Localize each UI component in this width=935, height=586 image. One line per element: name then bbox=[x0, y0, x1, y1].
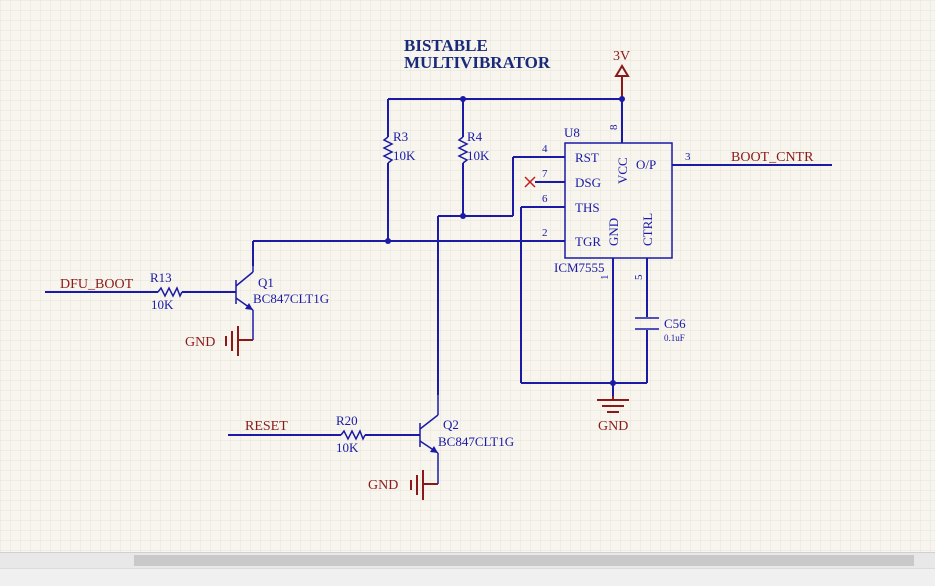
pin-number-gnd: 1 bbox=[599, 275, 611, 281]
pin-label-dsg: DSG bbox=[575, 175, 601, 190]
pin-number-vcc: 8 bbox=[608, 124, 620, 130]
capacitor-c56[interactable]: C56 0.1uF bbox=[635, 316, 686, 343]
r4-value: 10K bbox=[467, 148, 490, 163]
r4-ref: R4 bbox=[467, 129, 483, 144]
q2-part: BC847CLT1G bbox=[438, 434, 514, 449]
power-symbol-3v[interactable]: 3V bbox=[613, 49, 630, 99]
title-line-1: BISTABLE bbox=[404, 36, 488, 55]
u8-part: ICM7555 bbox=[554, 260, 605, 275]
q2-ref: Q2 bbox=[443, 417, 459, 432]
gnd-symbol-q2[interactable]: GND bbox=[368, 470, 438, 500]
c56-value: 0.1uF bbox=[664, 333, 685, 343]
pin-number-op: 3 bbox=[685, 151, 691, 163]
resistor-r4[interactable]: R4 10K bbox=[457, 129, 490, 164]
scrollbar-thumb[interactable] bbox=[134, 555, 914, 566]
resistor-r3[interactable]: R3 10K bbox=[382, 129, 416, 164]
transistor-q1[interactable]: Q1 BC847CLT1G bbox=[235, 266, 329, 340]
q1-part: BC847CLT1G bbox=[253, 291, 329, 306]
title-line-2: MULTIVIBRATOR bbox=[404, 53, 551, 72]
pin-label-ths: THS bbox=[575, 200, 600, 215]
gnd-label-ic: GND bbox=[598, 419, 628, 434]
grid-background bbox=[0, 0, 935, 552]
r3-ref: R3 bbox=[393, 129, 408, 144]
pin-number-dsg: 7 bbox=[542, 168, 548, 180]
gnd-symbol-ic[interactable]: GND bbox=[597, 396, 629, 434]
gnd-label-q2: GND bbox=[368, 478, 398, 493]
resistor-r13[interactable]: R13 10K bbox=[150, 270, 183, 312]
r13-value: 10K bbox=[151, 297, 174, 312]
pin-number-ctrl: 5 bbox=[633, 274, 645, 280]
c56-ref: C56 bbox=[664, 316, 686, 331]
status-strip bbox=[0, 568, 935, 586]
pin-label-rst: RST bbox=[575, 150, 599, 165]
r20-ref: R20 bbox=[336, 413, 358, 428]
pin-label-tgr: TGR bbox=[575, 234, 601, 249]
junction-dots bbox=[385, 96, 625, 386]
schematic-sheet: BISTABLE MULTIVIBRATOR 3V bbox=[0, 0, 935, 552]
pin-label-op: O/P bbox=[636, 157, 656, 172]
resistor-r20[interactable]: R20 10K bbox=[336, 413, 366, 455]
pin-label-vcc: VCC bbox=[615, 157, 630, 184]
pin-label-gnd: GND bbox=[606, 218, 621, 246]
gnd-symbol-q1[interactable]: GND bbox=[185, 326, 253, 356]
r20-value: 10K bbox=[336, 440, 359, 455]
no-connect-marker bbox=[524, 176, 536, 188]
r13-ref: R13 bbox=[150, 270, 172, 285]
gnd-label-q1: GND bbox=[185, 335, 215, 350]
power-label: 3V bbox=[613, 49, 630, 64]
horizontal-scrollbar[interactable] bbox=[0, 552, 935, 568]
u8-ref: U8 bbox=[564, 125, 580, 140]
transistor-q2[interactable]: Q2 BC847CLT1G bbox=[419, 395, 514, 484]
pin-number-ths: 6 bbox=[542, 193, 548, 205]
net-label-reset[interactable]: RESET bbox=[245, 419, 288, 434]
pin-number-tgr: 2 bbox=[542, 227, 548, 239]
net-label-dfu-boot[interactable]: DFU_BOOT bbox=[60, 277, 134, 292]
r3-value: 10K bbox=[393, 148, 416, 163]
ic-u8[interactable]: U8 ICM7555 RST DSG THS TGR O/P VCC GND C… bbox=[542, 124, 691, 280]
wires bbox=[45, 98, 832, 436]
pin-number-rst: 4 bbox=[542, 143, 548, 155]
q1-ref: Q1 bbox=[258, 275, 274, 290]
net-label-boot-cntr[interactable]: BOOT_CNTR bbox=[731, 150, 814, 165]
pin-label-ctrl: CTRL bbox=[640, 213, 655, 246]
